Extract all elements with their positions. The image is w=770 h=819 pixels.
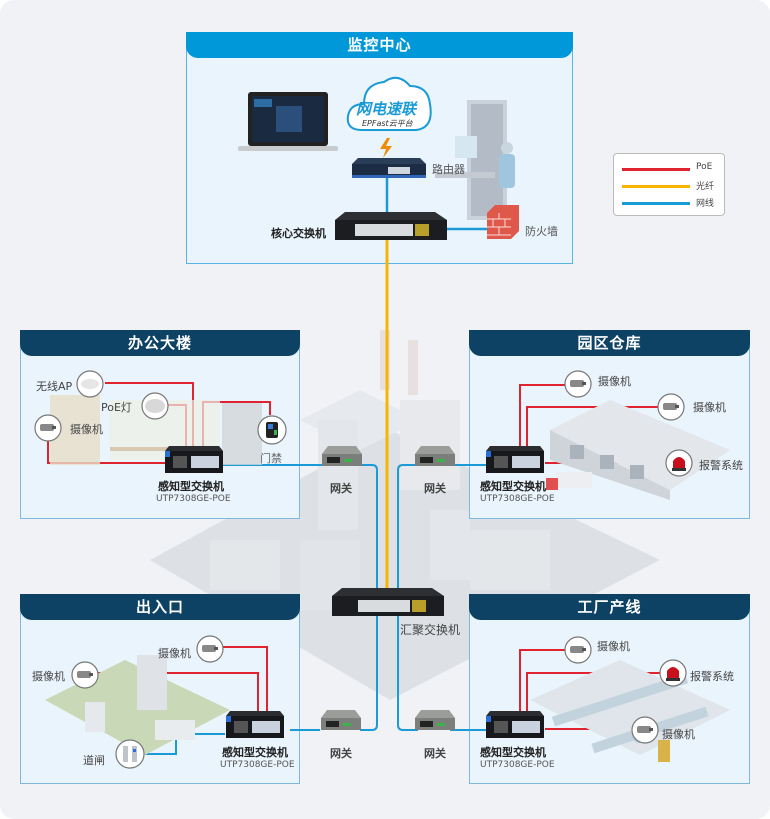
poe-office-camera — [47, 432, 168, 464]
warehouse-device-camera1: 摄像机 — [598, 375, 631, 388]
entrance-switch-name: 感知型交换机 — [222, 746, 288, 759]
ethernet-gateway3-agg — [360, 615, 378, 731]
office-device-ap: 无线AP — [36, 380, 73, 393]
entrance-title: 出入口 — [20, 594, 300, 620]
factory-title: 工厂产线 — [469, 594, 750, 620]
warehouse-switch-model: UTP7308GE-POE — [480, 494, 555, 504]
factory-alarm-icon — [659, 659, 687, 687]
gateway-4-icon — [415, 710, 455, 730]
warehouse-title: 园区仓库 — [469, 330, 750, 356]
entrance-camera2-icon — [71, 661, 99, 689]
laptop-icon — [238, 92, 338, 151]
factory-device-alarm: 报警系统 — [690, 670, 734, 683]
entrance-camera1-icon — [196, 635, 224, 663]
gateway-2-label: 网关 — [424, 482, 446, 495]
warehouse-camera2-icon — [657, 393, 685, 421]
cloud-platform: EPFast云平台 — [362, 119, 413, 128]
gateway-3-label: 网关 — [330, 747, 352, 760]
office-switch-icon — [165, 446, 223, 473]
factory-camera1-icon — [564, 636, 592, 664]
factory-line-illustration — [530, 660, 730, 762]
core-switch-icon — [335, 212, 447, 240]
cloud-icon — [346, 76, 432, 131]
wireless-ap-icon — [76, 370, 104, 398]
ethernet-gateway4-agg — [397, 615, 418, 731]
factory-device-camera1: 摄像机 — [597, 640, 630, 653]
office-switch-name: 感知型交换机 — [158, 480, 224, 493]
poe-wh-cam1 — [519, 384, 568, 447]
ethernet-gateway2-agg — [397, 464, 418, 600]
barrier-gate-icon — [115, 739, 145, 769]
firewall-label: 防火墙 — [525, 225, 558, 238]
legend: PoE 光纤 网线 — [613, 153, 725, 216]
entrance-switch-icon — [226, 711, 284, 738]
warehouse-alarm-icon — [665, 449, 693, 477]
gateway-1-label: 网关 — [330, 482, 352, 495]
warehouse-camera1-icon — [564, 370, 592, 398]
entrance-device-camera2: 摄像机 — [32, 670, 65, 683]
server-room-illustration — [435, 100, 515, 220]
office-title: 办公大楼 — [20, 330, 300, 356]
office-device-poe-light: PoE灯 — [101, 401, 132, 414]
access-control-icon — [257, 415, 287, 445]
warehouse-switch-name: 感知型交换机 — [480, 480, 546, 493]
warehouse-switch-icon — [486, 446, 544, 473]
lightning-icon — [380, 138, 392, 158]
aggregation-switch-icon — [332, 588, 444, 616]
poe-fac-cam1 — [519, 649, 568, 712]
entrance-switch-model: UTP7308GE-POE — [220, 760, 295, 770]
legend-item-ethernet: 网线 — [622, 196, 722, 210]
firewall-icon — [487, 205, 519, 239]
gateway-3-icon — [321, 710, 361, 730]
warehouse-device-camera2: 摄像机 — [693, 401, 726, 414]
entrance-device-camera1: 摄像机 — [158, 647, 191, 660]
gateway-4-label: 网关 — [424, 747, 446, 760]
gateway-2-icon — [415, 446, 455, 466]
core-switch-label: 核心交换机 — [271, 227, 326, 240]
gateway-1-icon — [322, 446, 362, 466]
factory-switch-icon — [486, 711, 544, 738]
router-icon — [352, 158, 426, 178]
aggregation-switch-label: 汇聚交换机 — [400, 623, 461, 637]
office-camera-icon — [34, 414, 62, 442]
ethernet-ent-barrier — [145, 733, 225, 755]
cloud-brand: 网电速联 — [356, 100, 417, 118]
router-label: 路由器 — [432, 163, 465, 176]
factory-camera2-icon — [631, 716, 659, 744]
poe-ent-cam1 — [222, 646, 268, 712]
legend-item-poe: PoE — [622, 162, 722, 176]
office-device-access: 门禁 — [260, 452, 282, 465]
factory-switch-name: 感知型交换机 — [480, 746, 546, 759]
poe-light-icon — [141, 392, 169, 420]
ethernet-gateway1-agg — [362, 464, 378, 600]
legend-item-fiber: 光纤 — [622, 179, 722, 193]
office-switch-model: UTP7308GE-POE — [156, 494, 231, 504]
truck-illustration — [546, 472, 592, 490]
monitor-center-title: 监控中心 — [186, 32, 573, 58]
warehouse-device-alarm: 报警系统 — [699, 459, 743, 472]
factory-switch-model: UTP7308GE-POE — [480, 760, 555, 770]
factory-device-camera2: 摄像机 — [662, 728, 695, 741]
entrance-device-barrier: 道闸 — [83, 754, 105, 767]
office-device-camera: 摄像机 — [70, 423, 103, 436]
